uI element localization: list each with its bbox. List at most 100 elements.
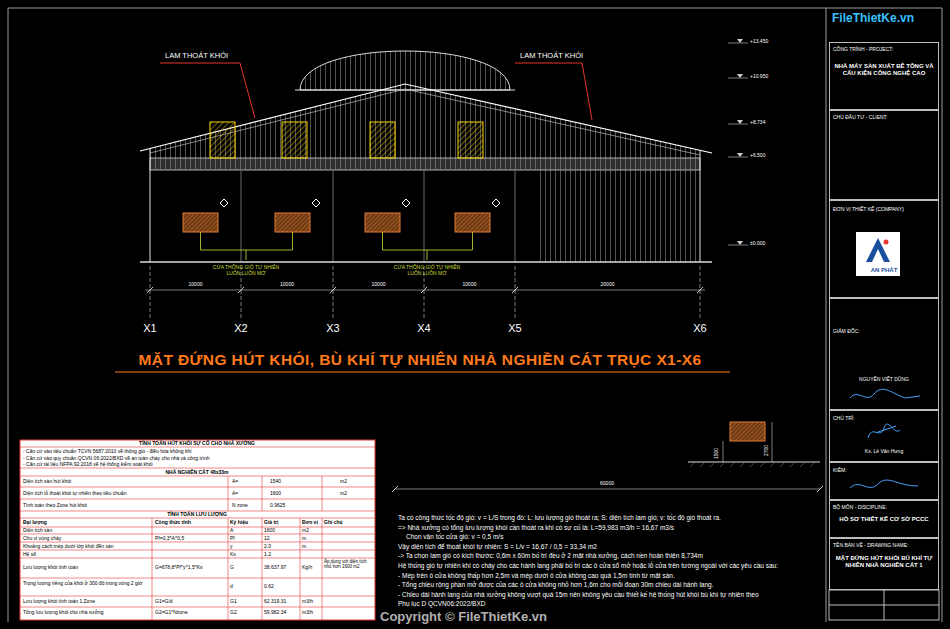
table-cell: Pf bbox=[230, 536, 235, 542]
cell-value: MẶT ĐỨNG HÚT KHÓI BÙ KHÍ TỰ NHIÊN NHÀ NG… bbox=[833, 555, 935, 568]
table-cell: - Căn cứ vào tiêu chuẩn TCVN 5687:2010 v… bbox=[23, 449, 192, 455]
level-mark: +10.950 bbox=[750, 74, 768, 80]
title-block-cell: TÊN BẢN VẼ - DRAWING NAME:MẶT ĐỨNG HÚT K… bbox=[829, 538, 939, 590]
table-cell: Pf=0,3*A^0,5 bbox=[155, 536, 184, 542]
drawing-part bbox=[228, 518, 229, 620]
vent-opening bbox=[455, 213, 490, 232]
drawing-part bbox=[147, 287, 153, 293]
dimension-text: 10000 bbox=[455, 282, 485, 288]
drawing-part bbox=[720, 462, 725, 467]
site-logo: FileThietKe.vn bbox=[832, 12, 914, 25]
drawing-part bbox=[20, 447, 375, 448]
table-cell: Diện tích lỗ thoát khói tự nhiên theo ti… bbox=[23, 491, 126, 497]
title-underline bbox=[115, 371, 730, 372]
table-cell: Khoảng cách mép dưới lớp khói đến sàn bbox=[23, 544, 114, 550]
title-block-cell: CHỦ TRÌ:Ks. Lê Văn Hưng bbox=[829, 410, 939, 462]
cell-value: NHÀ MÁY SẢN XUẤT BÊ TÔNG VÀ CẤU KIỆN CÔN… bbox=[833, 63, 935, 76]
upper-window bbox=[370, 122, 395, 158]
drawing-part bbox=[810, 462, 815, 467]
cell-heading: BỘ MÔN - DISCIPLINE: bbox=[833, 505, 935, 511]
level-mark: +8.734 bbox=[750, 120, 765, 126]
grid-axis-label: X5 bbox=[503, 322, 527, 334]
drawing-part bbox=[262, 518, 263, 620]
drawing-part bbox=[728, 78, 748, 79]
table-cell: 2.0 bbox=[264, 544, 271, 550]
cell-value: AN PHÁT bbox=[833, 267, 935, 274]
drawing-part bbox=[790, 462, 795, 467]
drawing-part bbox=[515, 266, 516, 318]
upper-window bbox=[210, 122, 235, 158]
callout-label: LAM THOÁT KHÓI bbox=[165, 52, 228, 60]
table-cell: d bbox=[230, 584, 233, 590]
table-cell: Lưu lượng khói tính toán bbox=[23, 565, 78, 571]
table-cell: G1=G/d bbox=[155, 599, 173, 605]
table-cell: N zone bbox=[232, 503, 248, 509]
tag-diamond bbox=[312, 199, 320, 207]
table-cell: Đại lượng bbox=[23, 520, 47, 526]
table-cell: - Căn cứ tài liệu NFPA 92:2018 về hệ thố… bbox=[23, 462, 153, 468]
grid-axis-label: X2 bbox=[229, 322, 253, 334]
table-cell: - Căn cứ vào quy chuẩn QCVN 06:2022/BXD … bbox=[23, 456, 210, 462]
drawing-part bbox=[730, 462, 735, 467]
drawing-part bbox=[421, 287, 427, 293]
drawing-part bbox=[262, 476, 263, 511]
title-block-cell bbox=[829, 590, 939, 620]
table-cell: Trọng lượng riêng của khói ở 300 độ tron… bbox=[23, 581, 149, 587]
dimension-text: 1500 bbox=[714, 448, 720, 459]
table-cell: 38,637.97 bbox=[264, 565, 286, 571]
detail-ground bbox=[688, 461, 820, 462]
dimension-ticks bbox=[147, 287, 703, 293]
table-cell: Chu vi vùng cháy bbox=[23, 536, 61, 542]
table-cell: 0.62 bbox=[264, 584, 274, 590]
drawing-part bbox=[770, 462, 775, 467]
drawing-part bbox=[728, 43, 748, 44]
drawing-part bbox=[728, 124, 748, 125]
cell-heading: KIỂM: bbox=[833, 468, 935, 474]
tag-diamond bbox=[492, 199, 500, 207]
title-block-cell: BỘ MÔN - DISCIPLINE:HỒ SƠ THIẾT KẾ CƠ SỞ… bbox=[829, 500, 939, 538]
vent-leader bbox=[201, 232, 293, 250]
vent-opening bbox=[365, 213, 400, 232]
title-block-cell: KIỂM: bbox=[829, 462, 939, 500]
title-block-cell: GIÁM ĐỐC:NGUYỄN VIẾT DŨNG bbox=[829, 298, 939, 410]
table-cell: 12 bbox=[264, 536, 270, 542]
cell-value: NGUYỄN VIẾT DŨNG bbox=[833, 377, 935, 383]
dimension-line bbox=[145, 290, 705, 291]
table-cell: Ký hiệu bbox=[230, 520, 248, 526]
callout-label: LAM THOÁT KHÓI bbox=[520, 52, 583, 60]
window-detail bbox=[730, 422, 765, 441]
tag-diamond bbox=[220, 199, 228, 207]
column-line bbox=[333, 170, 334, 262]
calc-table bbox=[20, 440, 375, 620]
dimension-text: 10000 bbox=[181, 282, 211, 288]
table-cell: 0.9625 bbox=[270, 503, 285, 509]
vent-opening bbox=[275, 213, 310, 232]
table-cell: 1.2 bbox=[264, 552, 271, 558]
tag-diamond bbox=[402, 199, 410, 207]
vent-leader bbox=[427, 250, 428, 260]
note-text: Vậy diện tích để thoát khói tự nhiên: S … bbox=[398, 543, 597, 550]
wall-edge bbox=[150, 148, 151, 262]
grid-axis-label: X3 bbox=[321, 322, 345, 334]
cell-heading: CHỦ ĐẦU TƯ - CLIENT: bbox=[833, 115, 935, 121]
dimension-line bbox=[395, 489, 820, 490]
grid-lines bbox=[150, 266, 700, 318]
wall-cladding bbox=[540, 170, 700, 262]
table-cell: NHÀ NGHIỀN CÁT 48x33m bbox=[22, 470, 372, 476]
signature bbox=[850, 389, 920, 398]
company-logo bbox=[866, 238, 890, 262]
signature bbox=[850, 480, 918, 488]
table-cell: Tính toán theo Zone hút khói bbox=[23, 503, 87, 509]
dimension-tick bbox=[392, 486, 398, 492]
wall-edge bbox=[700, 150, 701, 262]
dimension-text: 2700 bbox=[764, 445, 770, 456]
grid-axis-label: X6 bbox=[688, 322, 712, 334]
table-cell: Hệ số bbox=[23, 552, 36, 558]
callout-label: CỬA THÔNG GIÓ TỰ NHIÊN LUÔN LUÔN MỞ bbox=[206, 265, 286, 276]
drawing-part bbox=[750, 462, 755, 467]
vent-opening bbox=[183, 213, 218, 232]
drawing-part bbox=[152, 518, 153, 620]
drawing-part bbox=[690, 462, 695, 467]
table-cell: m2 bbox=[340, 479, 347, 485]
dimension-tick bbox=[817, 486, 823, 492]
